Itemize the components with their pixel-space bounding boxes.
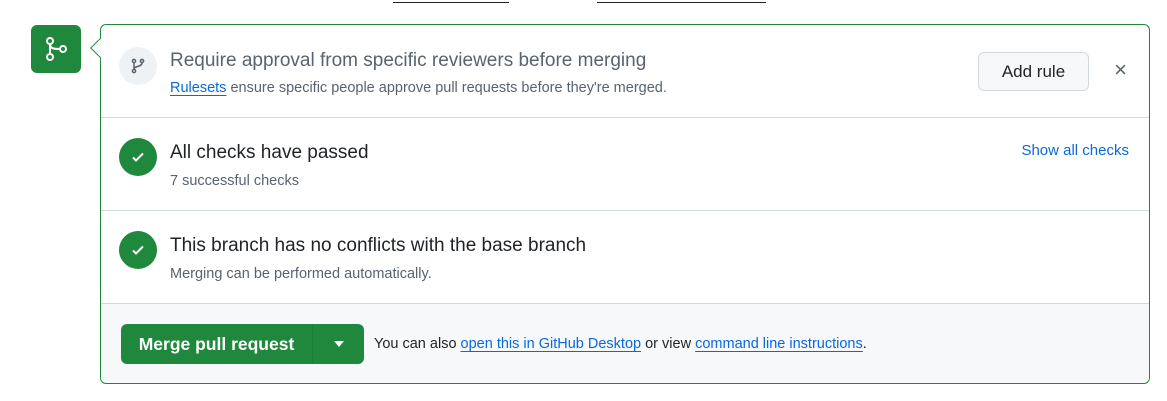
merge-box: Require approval from specific reviewers… <box>90 24 1150 384</box>
conflicts-title: This branch has no conflicts with the ba… <box>170 235 587 256</box>
command-line-link[interactable]: command line instructions <box>695 336 863 352</box>
git-merge-icon <box>46 37 67 61</box>
show-all-checks-link[interactable]: Show all checks <box>1021 142 1129 159</box>
close-icon[interactable]: × <box>1114 57 1127 82</box>
alt-text: . <box>862 336 867 352</box>
rules-section: Require approval from specific reviewers… <box>101 25 1149 118</box>
triangle-down-icon <box>333 341 344 347</box>
branch-icon <box>119 47 157 85</box>
alt-text: or view <box>641 336 696 352</box>
merge-options-dropdown[interactable] <box>313 324 364 364</box>
alt-text: You can also <box>374 336 461 352</box>
rulesets-link[interactable]: Rulesets <box>170 80 227 96</box>
merge-status-badge <box>31 25 81 73</box>
cropped-link <box>393 0 509 3</box>
merge-pull-request-button[interactable]: Merge pull request <box>121 324 313 364</box>
checks-title: All checks have passed <box>170 142 369 163</box>
checks-section: All checks have passed 7 successful chec… <box>101 118 1149 211</box>
merge-button-group: Merge pull request <box>121 324 364 364</box>
merge-section: Merge pull request You can also open thi… <box>101 304 1149 383</box>
conflicts-section: This branch has no conflicts with the ba… <box>101 211 1149 304</box>
alternative-options: You can also open this in GitHub Desktop… <box>374 336 867 352</box>
check-icon <box>119 231 157 269</box>
conflicts-sub: Merging can be performed automatically. <box>170 266 432 282</box>
check-icon <box>119 138 157 176</box>
github-desktop-link[interactable]: open this in GitHub Desktop <box>460 336 642 352</box>
add-rule-button[interactable]: Add rule <box>978 52 1089 91</box>
rules-title: Require approval from specific reviewers… <box>170 50 647 71</box>
rules-desc: ensure specific people approve pull requ… <box>226 80 667 96</box>
cropped-link <box>597 0 766 3</box>
checks-sub: 7 successful checks <box>170 173 299 189</box>
